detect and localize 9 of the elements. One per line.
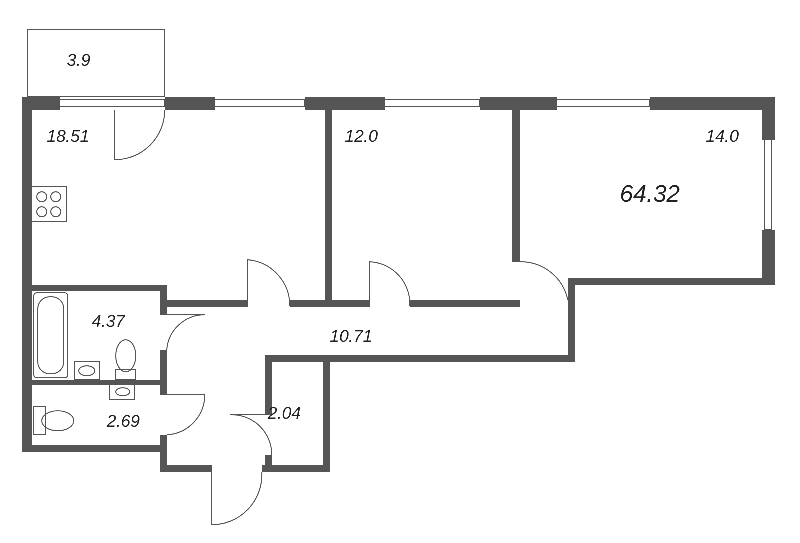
area-label: 64.32 (620, 183, 680, 207)
area-label: 3.9 (67, 52, 91, 69)
area-label: 18.51 (47, 128, 90, 145)
area-label: 2.69 (107, 413, 140, 430)
area-label: 12.0 (345, 128, 378, 145)
area-label: 2.04 (268, 405, 302, 422)
area-label: 14.0 (706, 128, 740, 145)
area-label: 4.37 (92, 313, 126, 330)
area-label: 10.71 (330, 328, 373, 345)
